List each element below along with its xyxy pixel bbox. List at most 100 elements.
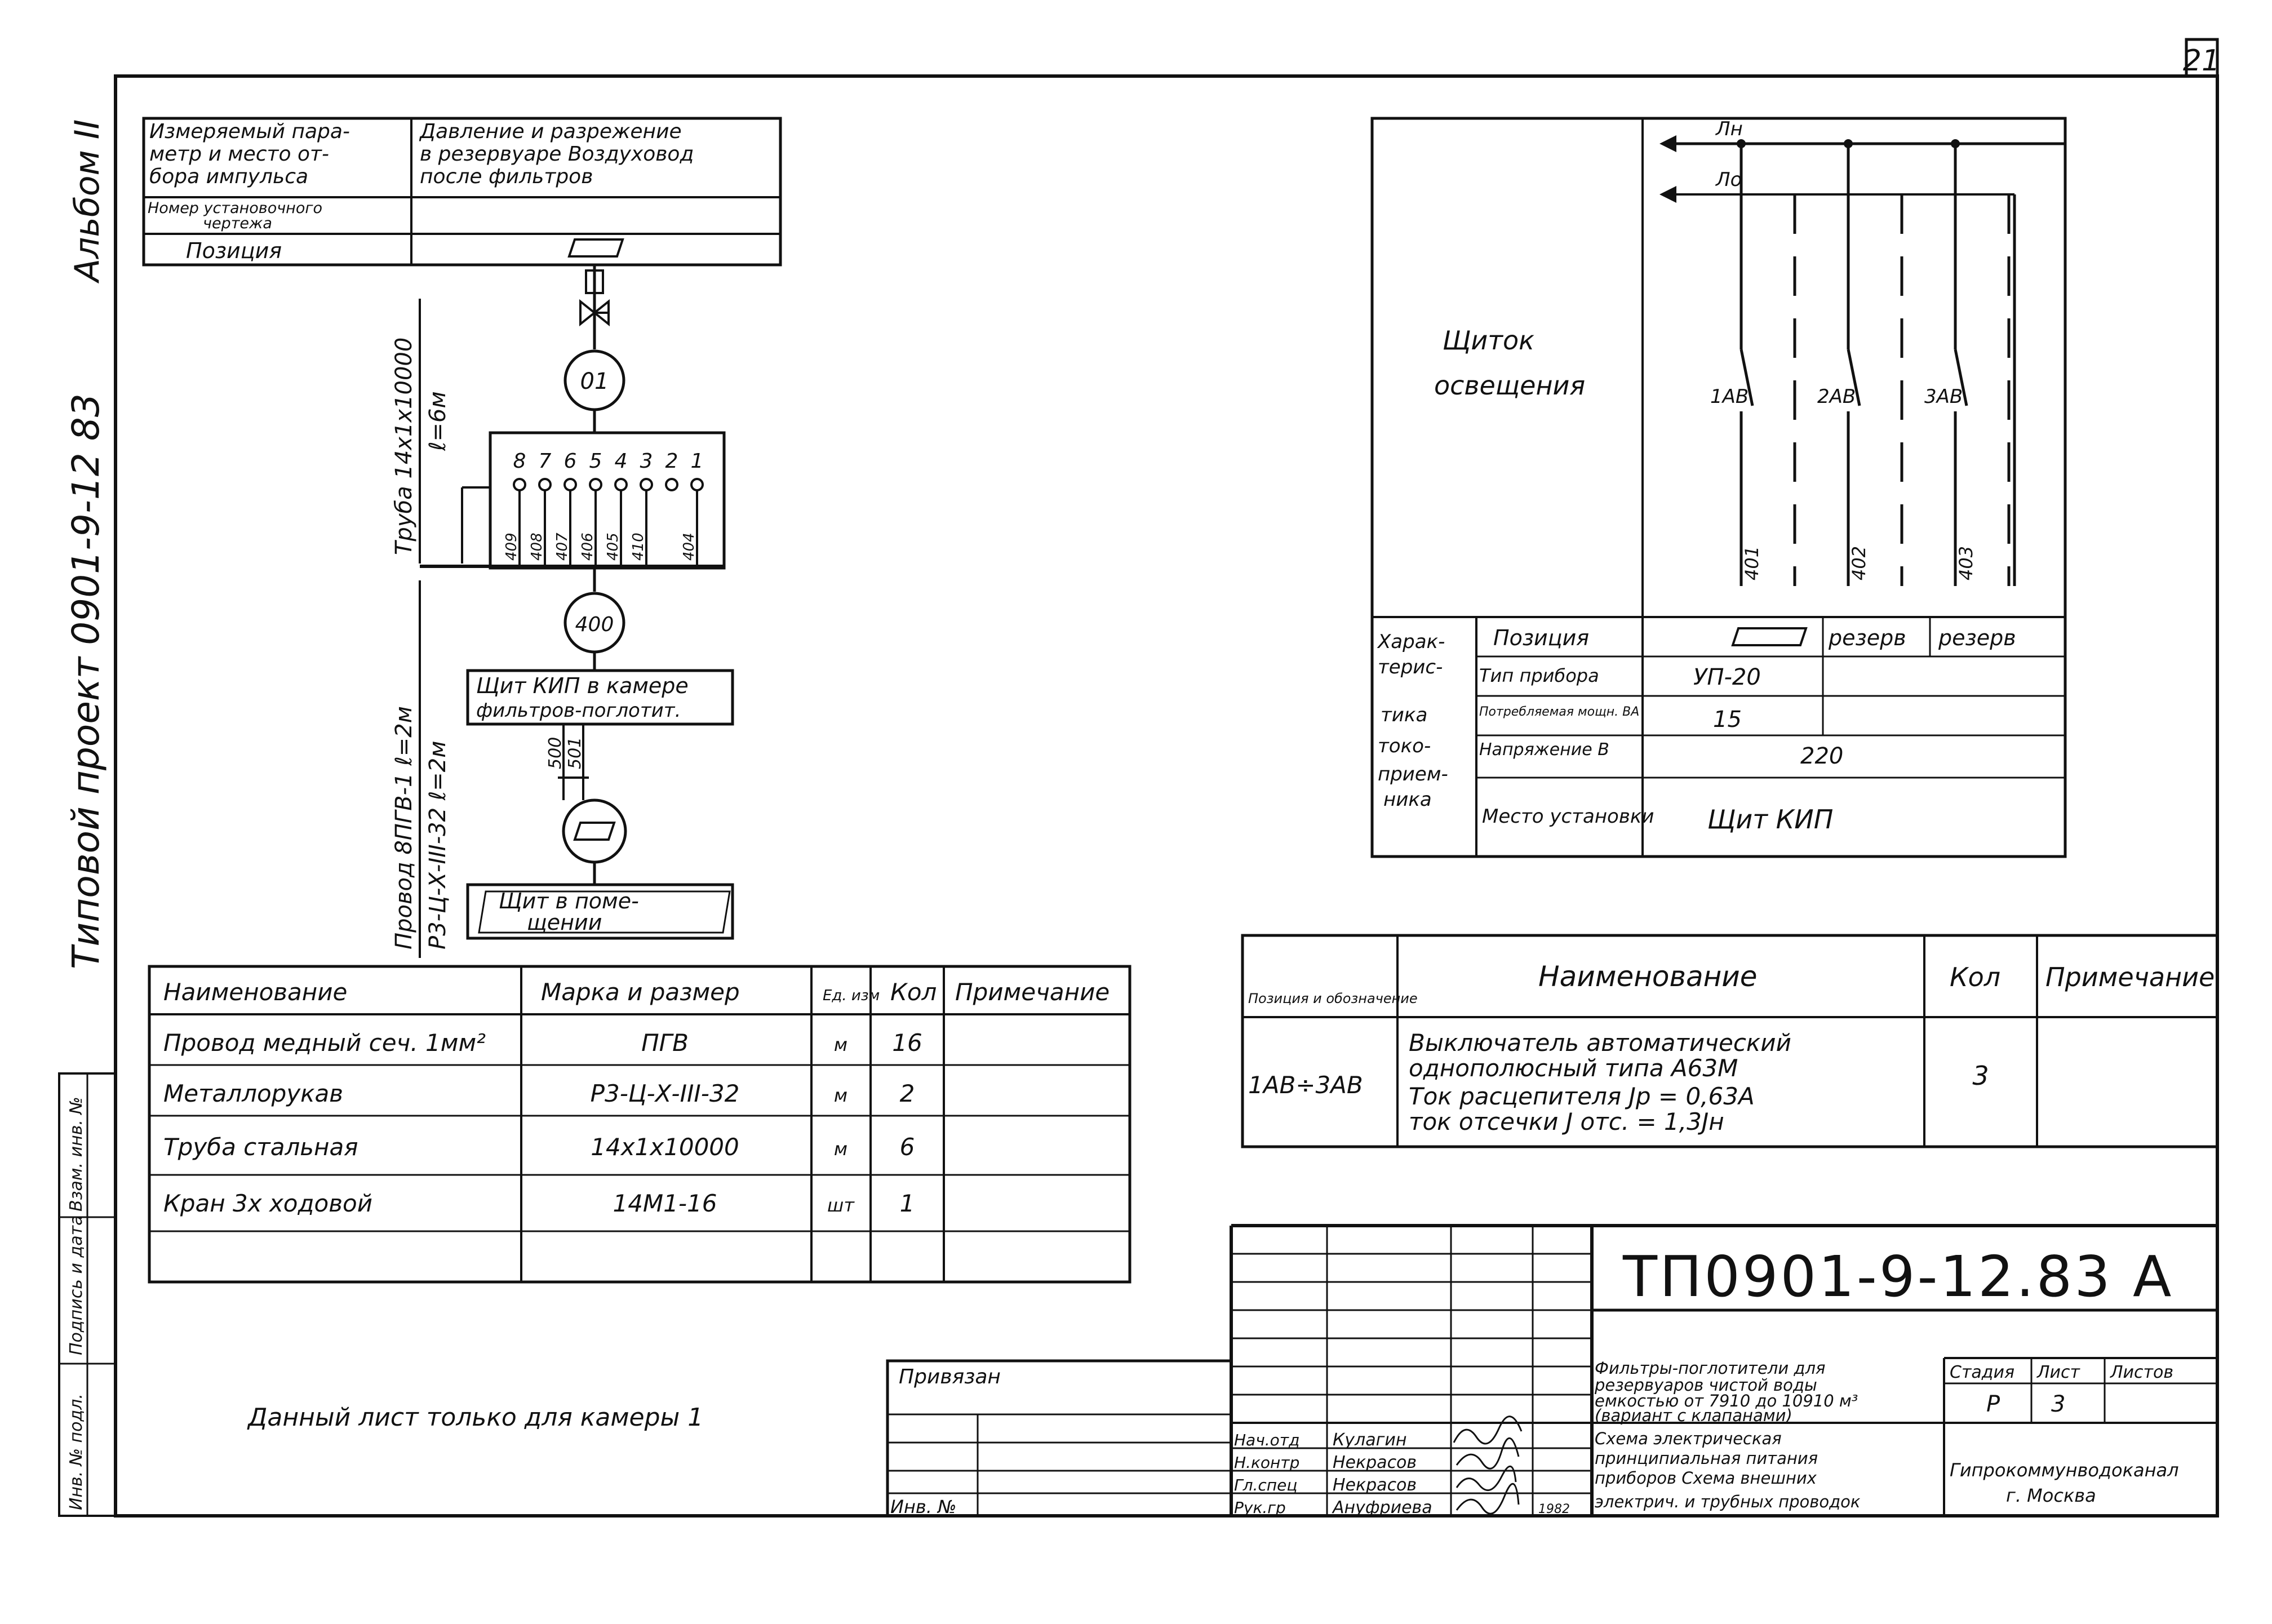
role-2: Н.контр	[1234, 1453, 1299, 1472]
terminal-contact	[589, 478, 602, 491]
char-pos-symbol	[1731, 627, 1808, 646]
signature-4	[1456, 1483, 1520, 1515]
stamp-sign: Подпись и дата	[66, 1215, 86, 1356]
bt-head-pos-1: Позиция и обозначение	[1248, 991, 1418, 1006]
materials-cell: 14х1х10000	[591, 1133, 739, 1161]
materials-cell: шт	[827, 1195, 855, 1216]
char-pos-label: Позиция	[1493, 625, 1589, 650]
materials-cell: 2	[900, 1080, 915, 1107]
org-2: г. Москва	[2006, 1485, 2096, 1506]
position-symbol	[567, 238, 624, 258]
line-label: 403	[1955, 546, 1977, 580]
svg-text:Схема электрическая: Схема электрическая	[1595, 1429, 1782, 1448]
terminal-number: 8	[513, 450, 526, 473]
svg-text:ника: ника	[1383, 788, 1432, 811]
pipe-label: Труба 14х1х10000	[391, 338, 417, 555]
wire-label: Провод 8ПГВ-1 ℓ=2м	[391, 706, 417, 949]
svg-text:электрич. и трубных проводок: электрич. и трубных проводок	[1595, 1492, 1861, 1511]
signature-2	[1456, 1437, 1520, 1470]
char-place-value: Щит КИП	[1707, 804, 1833, 835]
terminal-wire-label: 407	[554, 533, 571, 561]
lamp-device	[562, 798, 627, 864]
stamp-replace: Взам. инв. №	[66, 1097, 86, 1212]
name-3: Некрасов	[1333, 1475, 1417, 1495]
bt-name-2: однополюсный типа А63М	[1409, 1054, 1738, 1082]
terminal-wire-label: 404	[681, 533, 698, 561]
terminal-wire-label: 406	[579, 533, 596, 561]
out-wire-500: 500	[545, 737, 565, 769]
line-label: 402	[1848, 546, 1870, 580]
kip-box-line1: Щит КИП в камере	[476, 673, 689, 698]
bus-ln: Лн	[1715, 118, 1743, 140]
album-label: Альбом II	[68, 119, 107, 284]
bt-head-name: Наименование	[1538, 960, 1758, 993]
param-value-2: в резервуаре Воздуховод	[420, 143, 694, 166]
kip-box	[466, 669, 734, 726]
materials-cell: Провод медный сеч. 1мм²	[163, 1029, 486, 1057]
signature-1	[1453, 1416, 1523, 1445]
panel-label-1: Щиток	[1443, 325, 1534, 356]
room-box-line1: Щит в поме-	[499, 889, 639, 913]
svg-text:терис-: терис-	[1378, 656, 1443, 678]
terminal-number: 1	[691, 450, 704, 473]
materials-cell: Р3-Ц-Х-III-32	[591, 1080, 740, 1107]
terminal-contact	[614, 478, 628, 491]
materials-cell: 14М1-16	[613, 1190, 717, 1217]
hose-label: Р3-Ц-Х-III-32 ℓ=2м	[425, 741, 451, 949]
breaker-table: Позиция и обозначение Наименование Кол П…	[1241, 934, 2219, 1148]
terminal-contact	[538, 478, 552, 491]
valve-icon	[579, 299, 610, 327]
terminal-wire-label: 410	[630, 533, 647, 561]
sheet-note: Данный лист только для камеры 1	[247, 1403, 703, 1432]
svg-text:Харак-: Харак-	[1377, 631, 1445, 653]
sheet-number: 21	[2183, 44, 2220, 78]
materials-cell: 1	[900, 1190, 915, 1217]
materials-header: Марка и размер	[541, 978, 740, 1006]
breaker-blade	[1740, 349, 1754, 406]
char-pos-reserve-2: резерв	[1938, 625, 2016, 650]
role-3: Гл.спец	[1234, 1476, 1297, 1494]
materials-cell: 6	[900, 1133, 915, 1161]
materials-cell: м	[834, 1034, 847, 1055]
name-4: Ануфриева	[1332, 1498, 1432, 1517]
bt-head-note: Примечание	[2045, 962, 2215, 992]
signature-3	[1456, 1465, 1517, 1491]
materials-header: Примечание	[955, 978, 1110, 1006]
breaker-label: 3АВ	[1924, 385, 1963, 408]
terminal-number: 5	[589, 450, 602, 473]
drawing-letter: А	[2133, 1244, 2171, 1310]
name-2: Некрасов	[1333, 1453, 1417, 1472]
drawing-num-label-1: Номер установочного	[148, 199, 322, 217]
materials-cell: Труба стальная	[163, 1133, 358, 1161]
breaker-label: 2АВ	[1817, 385, 1856, 408]
lamp-symbol	[573, 822, 616, 841]
terminal-wire-label: 409	[503, 533, 520, 561]
bt-pos: 1АВ÷3АВ	[1248, 1071, 1363, 1099]
materials-cell: Кран 3х ходовой	[163, 1190, 372, 1217]
char-voltage-label: Напряжение В	[1479, 740, 1609, 760]
char-type-value: УП-20	[1693, 664, 1761, 690]
name-1: Кулагин	[1333, 1430, 1406, 1450]
role-1: Нач.отд	[1234, 1431, 1299, 1449]
terminal-number: 7	[539, 450, 552, 473]
terminal-wire-label: 408	[529, 533, 545, 561]
char-voltage-value: 220	[1800, 743, 1843, 769]
svg-text:приборов Схема внешних: приборов Схема внешних	[1595, 1468, 1817, 1488]
terminal-number: 3	[640, 450, 653, 473]
svg-text:Фильтры-поглотители для: Фильтры-поглотители для	[1595, 1359, 1825, 1378]
materials-cell: м	[834, 1085, 847, 1106]
kip-box-line2: фильтров-поглотит.	[476, 699, 681, 722]
room-box-line2: щении	[527, 910, 602, 935]
terminal-contact	[640, 478, 653, 491]
terminal-number: 2	[665, 450, 678, 473]
pipe-length: ℓ=6м	[425, 391, 451, 451]
line-label: 401	[1741, 546, 1763, 580]
char-power-value: 15	[1713, 707, 1742, 733]
role-4: Рук.гр	[1234, 1498, 1286, 1517]
bt-qty: 3	[1972, 1061, 1989, 1091]
materials-cell: 16	[892, 1029, 922, 1057]
room-box	[466, 883, 734, 940]
svg-text:токо-: токо-	[1378, 735, 1431, 757]
stage-h-2: Лист	[2036, 1363, 2081, 1382]
svg-text:(вариант с клапанами): (вариант с клапанами)	[1595, 1406, 1792, 1425]
